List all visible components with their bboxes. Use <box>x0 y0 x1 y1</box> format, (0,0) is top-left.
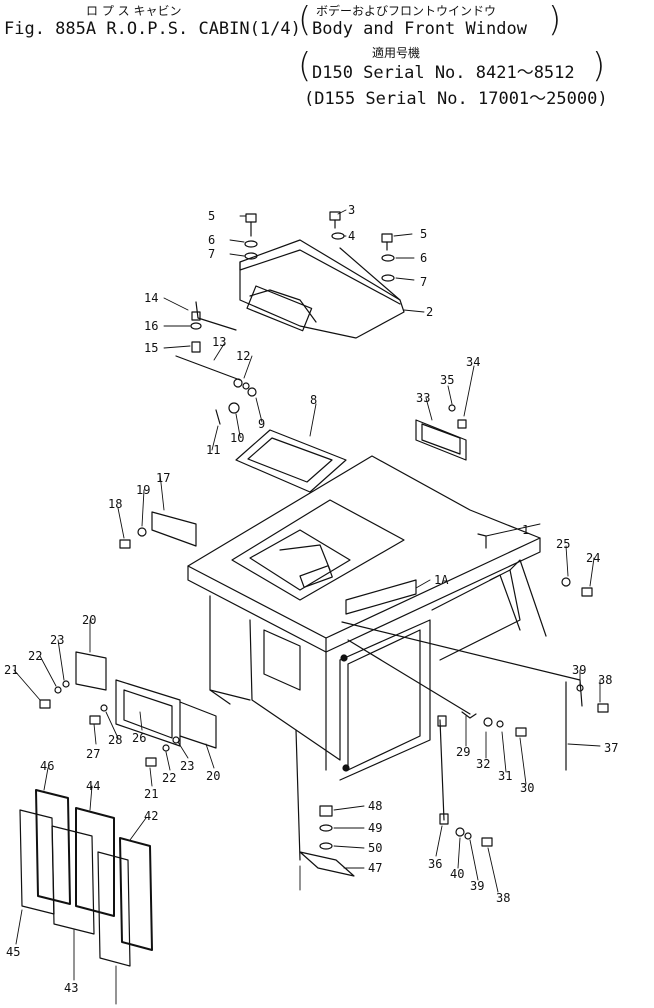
bracket-right-1: ) <box>548 0 562 40</box>
part-label-35: 35 <box>440 373 454 387</box>
part-label-8: 8 <box>310 393 317 407</box>
part-label-34: 34 <box>466 355 480 369</box>
applicable-models-japanese: 適用号機 <box>372 46 421 60</box>
part-label-9: 9 <box>258 417 265 431</box>
part-label-36: 36 <box>428 857 442 871</box>
part-label-22: 22 <box>28 649 42 663</box>
part-label-5b: 5 <box>420 227 427 241</box>
part-label-20: 20 <box>82 613 96 627</box>
part-label-3: 3 <box>348 203 355 217</box>
bracket-right-2: ) <box>592 46 606 86</box>
part-label-38b: 38 <box>496 891 510 905</box>
bracket-left-1: ( <box>298 0 312 40</box>
part-label-32: 32 <box>476 757 490 771</box>
roof-panel <box>175 239 405 390</box>
part-label-19: 19 <box>136 483 150 497</box>
cabin-body <box>187 455 547 861</box>
part-label-39: 39 <box>572 663 586 677</box>
part-label-46: 46 <box>40 759 54 773</box>
part-label-7: 7 <box>208 247 215 261</box>
rods-and-stays <box>341 621 583 825</box>
part-label-23: 23 <box>50 633 64 647</box>
part-label-30: 30 <box>520 781 534 795</box>
part-label-49: 49 <box>368 821 382 835</box>
part-label-48: 48 <box>368 799 382 813</box>
part-label-14: 14 <box>144 291 158 305</box>
serial-range-d155: (D155 Serial No. 17001～25000) <box>304 89 608 109</box>
roof-hatch-frame <box>235 429 347 493</box>
part-label-38: 38 <box>598 673 612 687</box>
part-label-5: 5 <box>208 209 215 223</box>
header-title-japanese: ロ プ ス キャビン <box>86 4 182 18</box>
part-label-11: 11 <box>206 443 220 457</box>
part-label-21b: 21 <box>144 787 158 801</box>
part-label-1a: 1A <box>434 573 449 587</box>
part-label-17: 17 <box>156 471 170 485</box>
part-label-24: 24 <box>586 551 600 565</box>
part-label-39b: 39 <box>470 879 484 893</box>
part-label-43: 43 <box>64 981 78 995</box>
front-window-glasses <box>19 789 153 967</box>
part-label-44: 44 <box>86 779 100 793</box>
part-label-50: 50 <box>368 841 382 855</box>
part-label-47: 47 <box>368 861 382 875</box>
part-label-7b: 7 <box>420 275 427 289</box>
subtitle-japanese: ボデーおよびフロントウインドウ <box>316 4 497 18</box>
part-label-31: 31 <box>498 769 512 783</box>
serial-range-d150: D150 Serial No. 8421～8512 <box>312 63 575 83</box>
fasteners <box>39 211 609 850</box>
part-number-labels: 1 1A 2 3 4 5 5 6 6 7 7 8 9 10 11 12 13 1… <box>4 203 618 995</box>
subtitle: Body and Front Window <box>312 19 527 39</box>
part-label-18: 18 <box>108 497 122 511</box>
part-label-6: 6 <box>208 233 215 247</box>
cover-plate <box>299 851 355 877</box>
bracket-left-2: ( <box>298 46 312 86</box>
part-label-26: 26 <box>132 731 146 745</box>
part-label-10: 10 <box>230 431 244 445</box>
part-label-23b: 23 <box>180 759 194 773</box>
part-label-40: 40 <box>450 867 464 881</box>
part-label-21: 21 <box>4 663 18 677</box>
part-label-42: 42 <box>144 809 158 823</box>
figure-title: Fig. 885A R.O.P.S. CABIN(1/4) <box>4 19 301 39</box>
part-label-1: 1 <box>522 523 529 537</box>
leader-lines <box>13 209 601 1005</box>
part-label-22b: 22 <box>162 771 176 785</box>
part-label-12: 12 <box>236 349 250 363</box>
part-label-20b: 20 <box>206 769 220 783</box>
part-label-45: 45 <box>6 945 20 959</box>
part-label-13: 13 <box>212 335 226 349</box>
part-label-27: 27 <box>86 747 100 761</box>
part-label-15: 15 <box>144 341 158 355</box>
part-label-29: 29 <box>456 745 470 759</box>
part-label-16: 16 <box>144 319 158 333</box>
part-label-33: 33 <box>416 391 430 405</box>
part-label-6b: 6 <box>420 251 427 265</box>
part-label-25: 25 <box>556 537 570 551</box>
part-label-4: 4 <box>348 229 355 243</box>
part-label-28: 28 <box>108 733 122 747</box>
part-label-37: 37 <box>604 741 618 755</box>
vent-covers <box>75 419 467 749</box>
part-label-2: 2 <box>426 305 433 319</box>
